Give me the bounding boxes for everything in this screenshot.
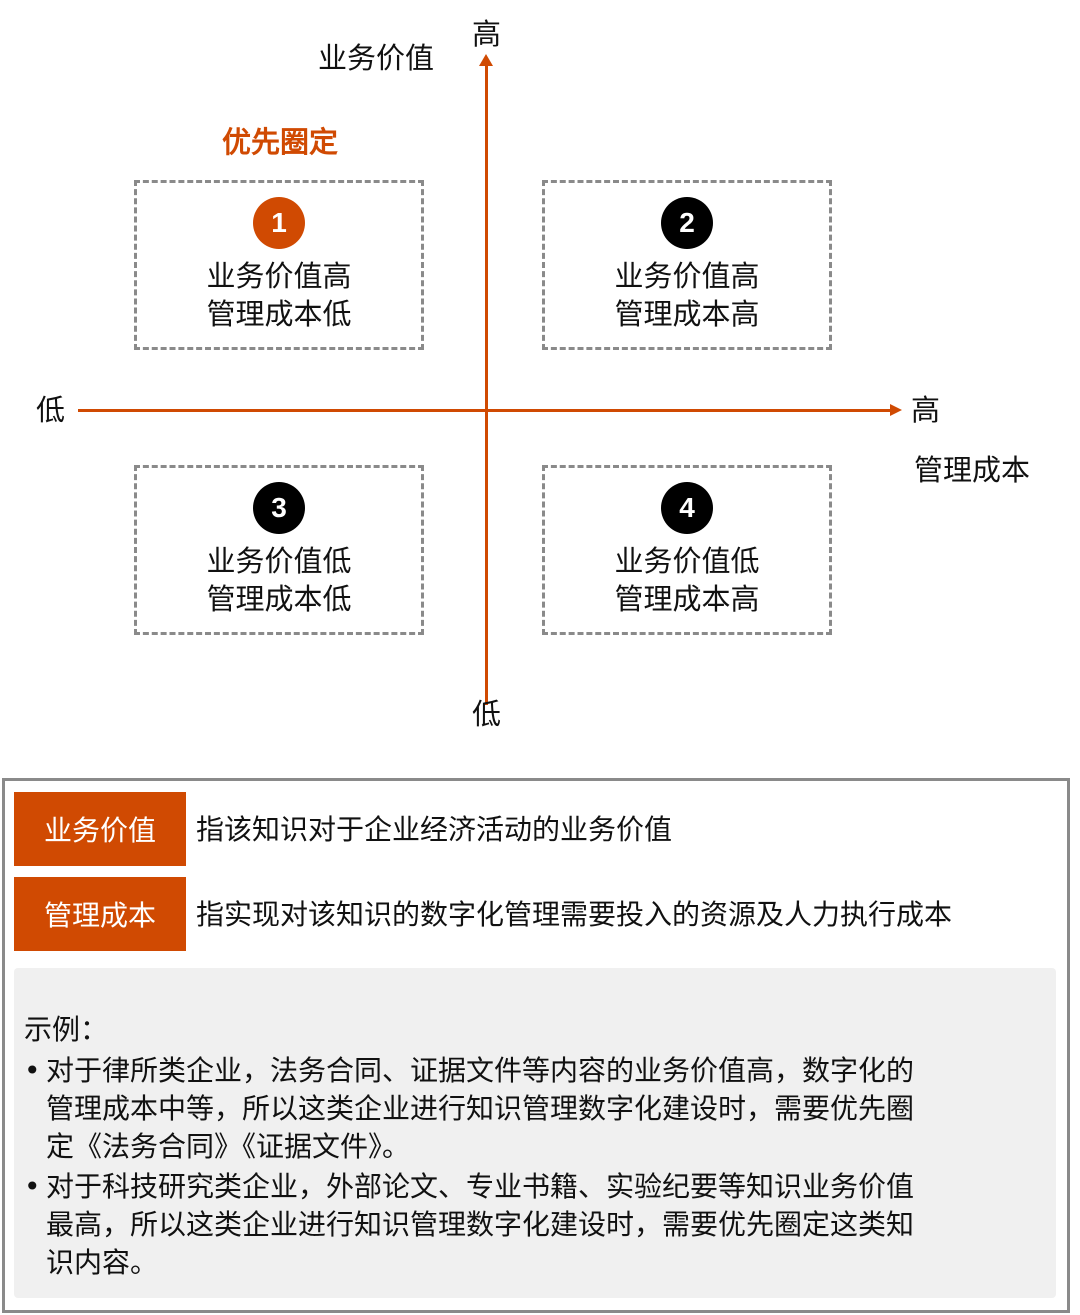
term-tag-business-value: 业务价值: [14, 792, 186, 866]
example-title: 示例：: [24, 1013, 109, 1046]
badge-number: 4: [679, 492, 695, 523]
quadrant-1-cost-text: 管理成本低: [206, 297, 352, 331]
priority-label: 优先圈定: [222, 125, 339, 159]
quadrant-3-number-badge: 3: [253, 482, 305, 534]
quadrant-4: 4 业务价值低 管理成本高: [542, 465, 832, 635]
example-line: 管理成本中等，所以这类企业进行知识管理数字化建设时，需要优先圈: [46, 1092, 915, 1125]
quadrant-4-value-text: 业务价值低: [614, 544, 760, 578]
badge-number: 2: [679, 207, 695, 238]
example-item-tech-research: • 对于科技研究类企业，外部论文、专业书籍、实验纪要等知识业务价值 最高，所以这…: [14, 1168, 1044, 1282]
example-line: 识内容。: [46, 1246, 159, 1279]
y-axis-title: 业务价值: [318, 41, 435, 75]
quadrant-4-cost-text: 管理成本高: [614, 582, 760, 616]
quadrant-3-cost-text: 管理成本低: [206, 582, 352, 616]
bullet-icon: •: [24, 1170, 41, 1203]
example-panel: 示例： • 对于律所类企业，法务合同、证据文件等内容的业务价值高，数字化的 管理…: [14, 968, 1056, 1298]
x-axis-line: [78, 409, 892, 412]
x-axis-high-label: 高: [911, 393, 941, 427]
example-line: 对于科技研究类企业，外部论文、专业书籍、实验纪要等知识业务价值: [46, 1170, 915, 1203]
example-line: 最高，所以这类企业进行知识管理数字化建设时，需要优先圈定这类知: [46, 1208, 915, 1241]
term-desc-management-cost: 指实现对该知识的数字化管理需要投入的资源及人力执行成本: [196, 898, 953, 931]
x-axis-arrow-icon: [890, 404, 902, 416]
example-item-law-firm: • 对于律所类企业，法务合同、证据文件等内容的业务价值高，数字化的 管理成本中等…: [14, 1052, 1044, 1166]
quadrant-1-number-badge: 1: [253, 197, 305, 249]
x-axis-low-label: 低: [36, 393, 66, 427]
term-tag-management-cost: 管理成本: [14, 877, 186, 951]
quadrant-2: 2 业务价值高 管理成本高: [542, 180, 832, 350]
x-axis-title: 管理成本: [914, 453, 1031, 487]
quadrant-2-number-badge: 2: [661, 197, 713, 249]
y-axis-low-label: 低: [472, 697, 502, 731]
badge-number: 1: [271, 207, 287, 238]
y-axis-line: [485, 64, 488, 705]
term-tag-label: 管理成本: [43, 899, 156, 932]
y-axis-arrow-icon: [479, 54, 493, 66]
badge-number: 3: [271, 492, 287, 523]
y-axis-high-label: 高: [472, 17, 502, 51]
quadrant-1: 1 业务价值高 管理成本低: [134, 180, 424, 350]
quadrant-2-value-text: 业务价值高: [614, 259, 760, 293]
quadrant-3: 3 业务价值低 管理成本低: [134, 465, 424, 635]
quadrant-2-cost-text: 管理成本高: [614, 297, 760, 331]
quadrant-4-number-badge: 4: [661, 482, 713, 534]
term-desc-business-value: 指该知识对于企业经济活动的业务价值: [196, 813, 673, 846]
quadrant-1-value-text: 业务价值高: [206, 259, 352, 293]
bullet-icon: •: [24, 1054, 41, 1087]
example-line: 定《法务合同》《证据文件》。: [46, 1130, 411, 1163]
term-tag-label: 业务价值: [43, 814, 156, 847]
quadrant-3-value-text: 业务价值低: [206, 544, 352, 578]
example-line: 对于律所类企业，法务合同、证据文件等内容的业务价值高，数字化的: [46, 1054, 915, 1087]
example-list: • 对于律所类企业，法务合同、证据文件等内容的业务价值高，数字化的 管理成本中等…: [14, 1052, 1044, 1282]
